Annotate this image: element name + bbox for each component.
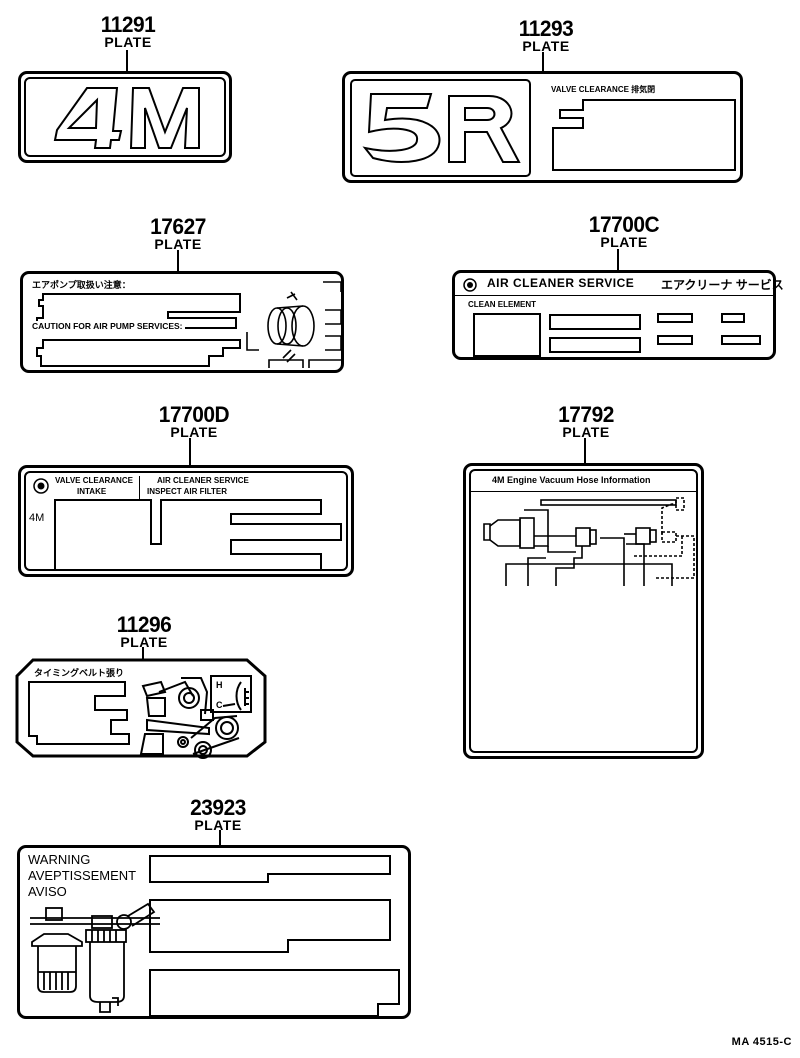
part-name: PLATE xyxy=(104,34,152,50)
warning-label-es: AVISO xyxy=(28,884,67,899)
valve-clearance-heading: VALVE CLEARANCE 排気閉 xyxy=(551,85,656,94)
gauge-cold-label: C xyxy=(216,700,223,710)
text-block xyxy=(657,313,693,323)
callout-17792: 17792 PLATE xyxy=(553,402,619,440)
part-name: PLATE xyxy=(170,424,218,440)
part-number: 17627 xyxy=(150,214,206,239)
part-number: 17700C xyxy=(588,212,660,237)
air-cleaner-heading: AIR CLEANER SERVICE xyxy=(487,276,635,290)
part-number: 23923 xyxy=(190,795,246,820)
callout-11293: 11293 PLATE xyxy=(511,16,581,54)
callout-17700d: 17700D PLATE xyxy=(154,402,234,440)
plate-23923[interactable]: WARNING AVEPTISSEMENT AVISO xyxy=(17,845,411,1019)
text-block xyxy=(549,314,641,330)
manufacturer-logo-icon xyxy=(33,478,49,494)
gauge-hot-label: H xyxy=(216,680,223,690)
en-caution-heading: CAUTION FOR AIR PUMP SERVICES: xyxy=(32,321,185,331)
text-block-outline xyxy=(552,99,736,171)
jp-caution-heading: エアポンプ取扱い注意： xyxy=(32,280,131,290)
air-cleaner-heading: AIR CLEANER SERVICE xyxy=(157,476,249,485)
part-number: 17792 xyxy=(558,402,614,427)
callout-11291: 11291 PLATE xyxy=(95,12,161,50)
engine-label: 4M xyxy=(29,512,45,524)
emblem-4m-graphic xyxy=(53,87,200,149)
leader-line xyxy=(542,52,544,73)
part-number: 11293 xyxy=(518,16,574,41)
callout-23923: 23923 PLATE xyxy=(185,795,251,833)
warning-label-fr: AVEPTISSEMENT xyxy=(28,868,137,883)
header-divider xyxy=(471,491,696,492)
warning-label-en: WARNING xyxy=(28,852,91,867)
part-number: 11291 xyxy=(100,12,156,37)
callout-11296: 11296 PLATE xyxy=(111,612,177,650)
intake-label: INTAKE xyxy=(77,487,107,496)
leader-line xyxy=(219,830,221,846)
manufacturer-logo-icon xyxy=(463,278,477,292)
plate-17700d[interactable]: VALVE CLEARANCE INTAKE AIR CLEANER SERVI… xyxy=(18,465,354,577)
text-block xyxy=(657,335,693,345)
leader-line xyxy=(142,647,144,660)
emblem-frame xyxy=(350,79,531,177)
leader-line xyxy=(617,249,619,271)
text-block xyxy=(721,335,761,345)
text-block-outline xyxy=(54,499,342,571)
text-block-outline xyxy=(149,855,400,1017)
part-number: 11296 xyxy=(116,612,172,637)
emblem-5r-graphic xyxy=(362,93,521,163)
plate-11296[interactable]: H C xyxy=(15,658,267,759)
air-cleaner-heading-jp: エアクリーナ サービス xyxy=(661,278,784,292)
plate-17792[interactable]: 4M Engine Vacuum Hose Information xyxy=(463,463,704,759)
text-block xyxy=(721,313,745,323)
clean-element-label: CLEAN ELEMENT xyxy=(468,300,536,309)
plate-17627[interactable]: エアポンプ取扱い注意： CAUTION FOR AIR PUMP SERVICE… xyxy=(20,271,344,373)
plate-11293[interactable]: VALVE CLEARANCE 排気閉 5R xyxy=(342,71,743,183)
text-block xyxy=(473,313,541,357)
part-name: PLATE xyxy=(194,817,242,833)
callout-17700c: 17700C PLATE xyxy=(584,212,664,250)
leader-line xyxy=(584,438,586,464)
leader-line xyxy=(126,50,128,72)
leader-line xyxy=(189,438,191,466)
air-pump-hose-graphic xyxy=(246,281,342,368)
vacuum-hose-heading: 4M Engine Vacuum Hose Information xyxy=(492,475,651,485)
text-block xyxy=(549,337,641,353)
header-divider xyxy=(455,295,773,296)
part-number: 17700D xyxy=(158,402,230,427)
plate-17700c[interactable]: AIR CLEANER SERVICE エアクリーナ サービス CLEAN EL… xyxy=(452,270,784,360)
plate-11291[interactable]: 4M xyxy=(18,71,232,163)
illustration-reference-code: MA 4515-C xyxy=(731,1036,792,1048)
part-name: PLATE xyxy=(600,234,648,250)
leader-line xyxy=(177,250,179,272)
fuel-filter-graphic xyxy=(30,902,160,1013)
part-name: PLATE xyxy=(522,38,570,54)
column-divider xyxy=(139,476,140,500)
part-name: PLATE xyxy=(154,236,202,252)
valve-clearance-heading: VALVE CLEARANCE xyxy=(55,476,133,485)
timing-belt-heading-jp: タイミングベルト張り xyxy=(34,668,125,678)
vacuum-hose-schematic xyxy=(483,497,695,586)
inspect-filter-label: INSPECT AIR FILTER xyxy=(147,487,227,496)
part-name: PLATE xyxy=(562,424,610,440)
part-name: PLATE xyxy=(120,634,168,650)
callout-17627: 17627 PLATE xyxy=(144,214,212,252)
